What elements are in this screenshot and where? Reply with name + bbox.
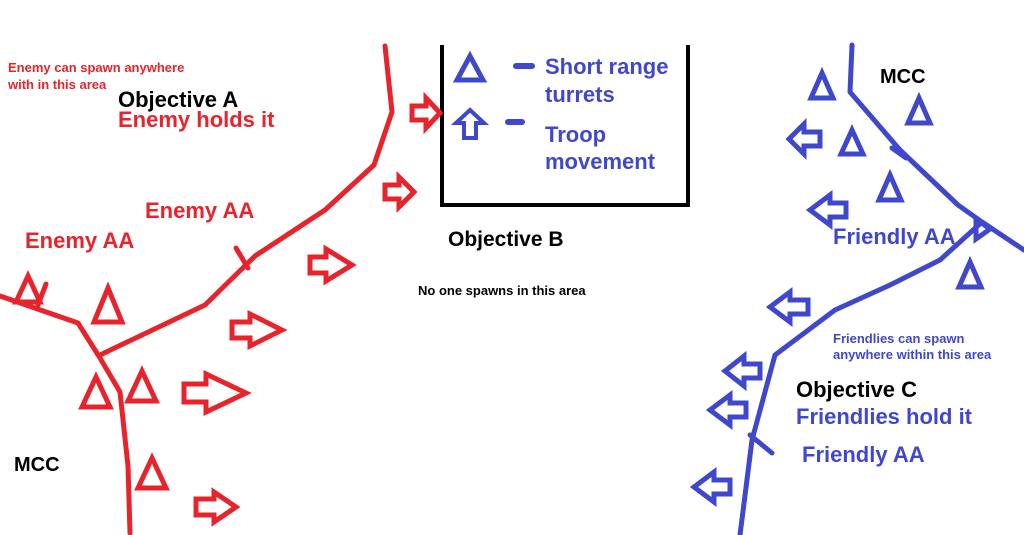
legend-turret-label-line2: turrets bbox=[545, 82, 615, 107]
enemy-turret-icon bbox=[12, 270, 44, 305]
enemy-troop-arrow-icon bbox=[229, 309, 288, 351]
friendly-turret-icon bbox=[904, 91, 934, 126]
friendly-turret-icon bbox=[973, 214, 995, 244]
friendly-turret-icon bbox=[875, 168, 905, 203]
objective-a-status: Enemy holds it bbox=[118, 107, 275, 132]
enemy-turret-icon bbox=[90, 281, 126, 325]
friendly-spawn-note-line2: anywhere within this area bbox=[833, 347, 992, 362]
objective-c-status: Friendlies hold it bbox=[796, 404, 973, 429]
friendly-spawn-note-line1: Friendlies can spawn bbox=[833, 331, 965, 346]
friendly-troop-arrow-icon bbox=[785, 117, 823, 161]
enemy-aa-label: Enemy AA bbox=[145, 198, 255, 223]
legend-turret-icon bbox=[452, 50, 488, 83]
enemy-turret-icon bbox=[134, 452, 170, 491]
friendly-troop-arrow-icon bbox=[765, 287, 811, 327]
enemy-troop-arrow-icon bbox=[307, 244, 357, 286]
legend-troop-icon bbox=[450, 107, 490, 140]
enemy-troop-arrow-icon bbox=[382, 170, 418, 214]
enemy-front-line bbox=[0, 43, 395, 535]
enemy-turret-icon bbox=[78, 371, 114, 410]
friendly-troop-arrow-icon bbox=[705, 390, 749, 430]
enemy-troop-arrow-icon bbox=[409, 91, 444, 135]
legend-box bbox=[440, 45, 690, 207]
enemy-spawn-note-line1: Enemy can spawn anywhere bbox=[8, 60, 185, 75]
enemy-aa-label: Enemy AA bbox=[25, 228, 135, 253]
enemy-turret-icon bbox=[124, 365, 160, 404]
friendly-turret-icon bbox=[807, 66, 837, 101]
enemy-troop-arrow-icon bbox=[181, 370, 252, 416]
enemy-mcc-label: MCC bbox=[14, 454, 60, 476]
neutral-spawn-note: No one spawns in this area bbox=[418, 283, 586, 298]
friendly-aa-label: Friendly AA bbox=[802, 442, 925, 467]
friendly-turret-icon bbox=[955, 255, 985, 290]
objective-a-title: Objective A bbox=[118, 87, 239, 112]
friendly-aa-label: Friendly AA bbox=[833, 224, 956, 249]
legend-troop-label-line2: movement bbox=[545, 149, 656, 174]
friendly-troop-arrow-icon bbox=[805, 190, 849, 230]
friendly-troop-arrow-icon bbox=[720, 350, 763, 392]
objective-b-title: Objective B bbox=[448, 228, 564, 251]
legend-turret-label-line1: Short range bbox=[545, 54, 669, 79]
objective-c-title: Objective C bbox=[796, 377, 918, 402]
friendly-troop-arrow-icon bbox=[689, 467, 733, 507]
enemy-spawn-note-line2: with in this area bbox=[8, 77, 107, 92]
legend-troop-label-line1: Troop bbox=[545, 122, 607, 147]
friendly-turret-icon bbox=[837, 123, 867, 157]
enemy-troop-arrow-icon bbox=[193, 487, 241, 527]
friendly-mcc-label: MCC bbox=[880, 66, 926, 88]
